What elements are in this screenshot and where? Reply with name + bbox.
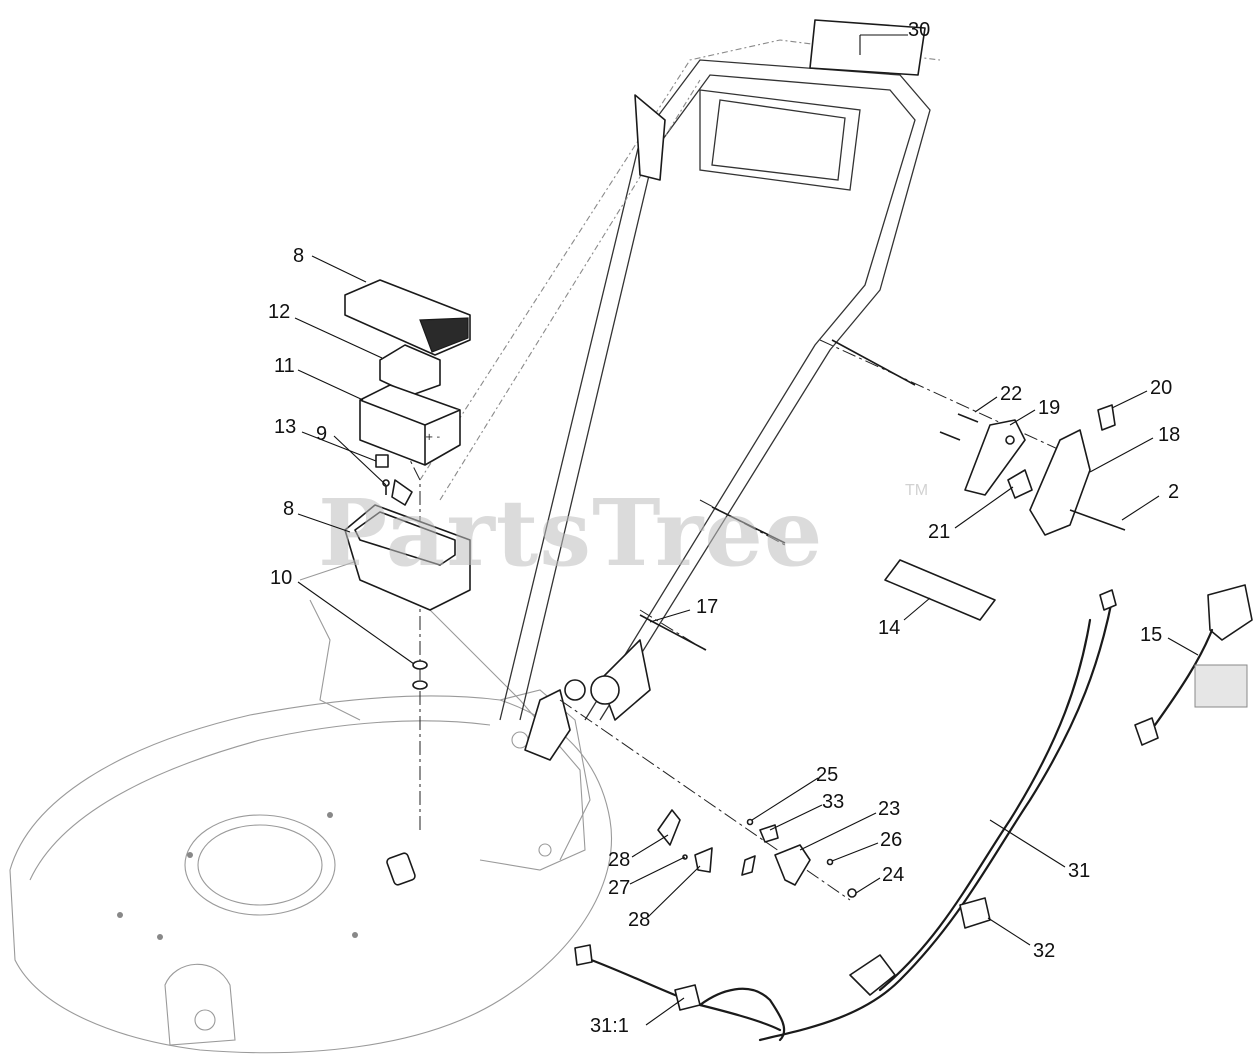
switch-screws xyxy=(939,413,979,441)
pivot-brackets xyxy=(657,809,713,873)
callout-27: 27 xyxy=(608,877,630,899)
callout-24: 24 xyxy=(882,864,904,886)
battery-cover xyxy=(344,279,471,356)
watermark-brand: PartsTree xyxy=(318,479,823,587)
callout-11: 11 xyxy=(274,355,295,377)
svg-text:+ -: + - xyxy=(425,432,441,443)
washers xyxy=(412,660,428,690)
callout-32: 32 xyxy=(1033,940,1055,962)
switch-block xyxy=(1007,469,1033,499)
watermark-trademark: TM xyxy=(905,482,928,499)
callout-20: 20 xyxy=(1150,377,1172,399)
callout-10: 10 xyxy=(270,567,292,589)
callout-9: 9 xyxy=(316,423,327,445)
callout-8-tray: 8 xyxy=(283,498,294,520)
switch-pin xyxy=(1069,509,1126,531)
callout-19: 19 xyxy=(1038,397,1060,419)
callout-28-upper: 28 xyxy=(608,849,630,871)
sensor-bracket xyxy=(774,844,811,886)
wire-harness xyxy=(574,589,1117,1042)
switch-bushing xyxy=(1097,404,1116,431)
callout-33: 33 xyxy=(822,791,844,813)
battery-screw xyxy=(382,479,390,495)
callout-25: 25 xyxy=(816,764,838,786)
control-rods xyxy=(639,339,916,651)
callout-28-lower: 28 xyxy=(628,909,650,931)
callout-31-1: 31:1 xyxy=(590,1015,629,1037)
bracket-hardware xyxy=(741,818,857,898)
callout-14: 14 xyxy=(878,617,900,639)
handle-assembly xyxy=(419,39,941,761)
callout-30: 30 xyxy=(908,19,930,41)
callout-23: 23 xyxy=(878,798,900,820)
mower-deck xyxy=(9,559,612,1054)
callout-labels: 30 8 12 11 13 9 8 10 22 19 20 18 2 21 14… xyxy=(268,19,1180,1037)
callout-13: 13 xyxy=(274,416,296,438)
battery-cap xyxy=(379,344,441,396)
callout-8-top: 8 xyxy=(293,245,304,267)
battery-pack: + - xyxy=(359,384,461,466)
leader-lines xyxy=(294,34,1199,1026)
battery-tray xyxy=(344,479,471,611)
battery-charger xyxy=(1134,584,1253,746)
callout-22: 22 xyxy=(1000,383,1022,405)
decal-30 xyxy=(809,19,926,76)
centerlines xyxy=(399,339,1061,901)
callout-31: 31 xyxy=(1068,860,1090,882)
callout-21: 21 xyxy=(928,521,950,543)
callout-15: 15 xyxy=(1140,624,1162,646)
switch-housing xyxy=(964,419,1026,496)
callout-18: 18 xyxy=(1158,424,1180,446)
watermark: PartsTree TM xyxy=(318,479,928,587)
decal-14 xyxy=(884,559,996,621)
switch-cover xyxy=(1029,429,1091,536)
callout-26: 26 xyxy=(880,829,902,851)
callout-2: 2 xyxy=(1168,481,1179,503)
callout-17: 17 xyxy=(696,596,718,618)
battery-clip xyxy=(375,454,389,468)
callout-12: 12 xyxy=(268,301,290,323)
